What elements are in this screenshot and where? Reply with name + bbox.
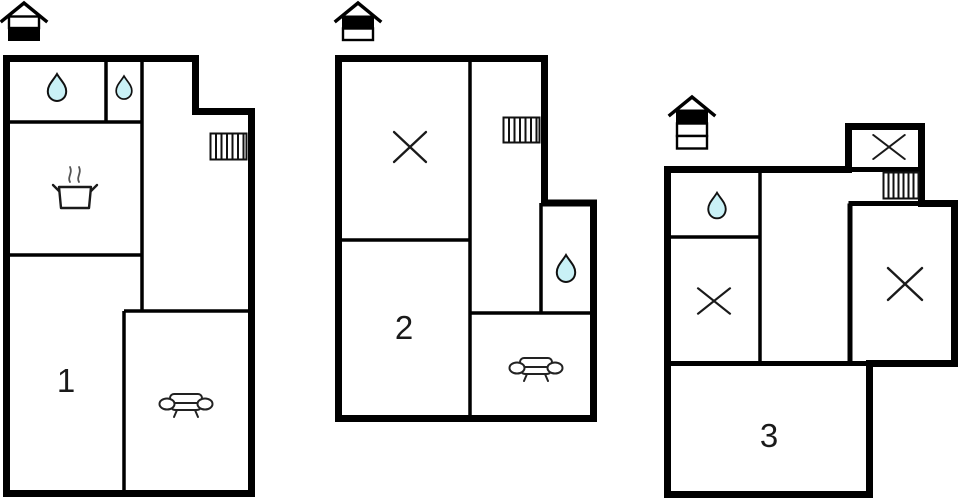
floor-number: 2 (395, 309, 413, 346)
pot-body (57, 185, 93, 210)
water-drop (707, 190, 727, 220)
stairs-icon (882, 171, 920, 200)
outer-wall (3, 55, 255, 497)
house-roof (333, 0, 383, 24)
floor-level-icon (667, 94, 717, 150)
house-band-middle (675, 122, 709, 138)
floor-number: 3 (760, 417, 778, 454)
floorplan-1: 1 (0, 0, 255, 497)
bed-x-icon (696, 287, 732, 315)
sofa-arm (546, 361, 564, 375)
pot-handle (51, 183, 61, 193)
sofa-icon (158, 393, 214, 418)
house-band-lower (341, 27, 375, 42)
bed-x-icon (392, 130, 428, 164)
water-drop-icon (115, 74, 133, 100)
water-drop (555, 253, 577, 284)
water-drop (46, 72, 68, 103)
stairs-treads (215, 133, 245, 160)
outer-wall (664, 123, 958, 498)
steam-line (77, 166, 81, 183)
house-band-upper-highlighted (342, 15, 374, 30)
sofa-legs (173, 409, 199, 418)
water-drop-icon (707, 190, 727, 220)
bed-x-icon (886, 266, 924, 302)
water-drop-icon (555, 253, 577, 284)
house-band-upper (7, 15, 41, 30)
bed-x-cross (392, 130, 428, 164)
floorplan-2: 2 (333, 0, 597, 422)
bed-x-cross (872, 134, 906, 160)
water-drop-icon (46, 72, 68, 103)
outer-wall (335, 55, 597, 422)
house-roof (667, 94, 717, 118)
sofa-legs (523, 373, 549, 382)
bed-x-cross (886, 266, 924, 302)
sofa-arm (196, 397, 214, 411)
house-band-lower-highlighted (8, 27, 40, 41)
house-roof (0, 0, 49, 24)
bed-x-cross (696, 287, 732, 315)
floor-level-icon (0, 0, 49, 41)
stairs-treads (887, 172, 915, 199)
sofa-arm (508, 361, 526, 375)
stairs-icon (502, 116, 541, 144)
water-drop (115, 74, 133, 100)
floor-level-icon (333, 0, 383, 42)
house-band-lower (675, 134, 709, 150)
sofa-arm (158, 397, 176, 411)
steam-line (68, 166, 72, 183)
stairs-icon (209, 132, 248, 161)
house-band-top-highlighted (676, 109, 708, 125)
cooking-pot-icon (51, 166, 99, 210)
bed-x-icon (872, 134, 906, 160)
floorplan-3: 3 (664, 94, 958, 498)
sofa-icon (508, 357, 564, 382)
stairs-treads (508, 117, 538, 143)
floor-number: 1 (57, 362, 75, 399)
pot-handle (89, 183, 99, 193)
